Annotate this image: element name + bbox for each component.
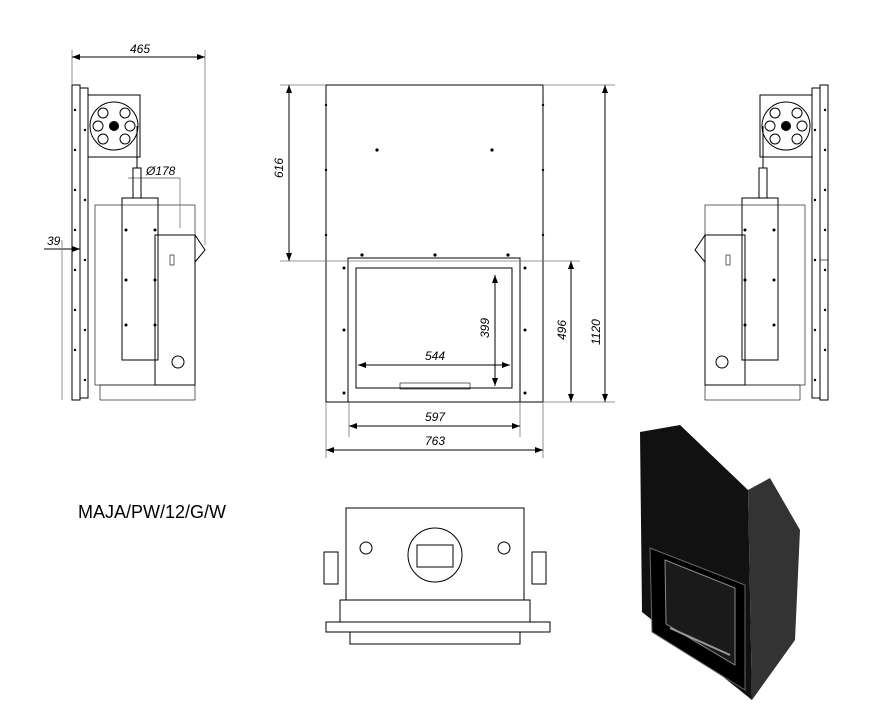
dim-glass-width: 544 — [425, 349, 445, 363]
dim-door-height: 496 — [555, 320, 569, 340]
dim-door-width: 597 — [425, 410, 446, 424]
dim-upper-height: 616 — [272, 158, 286, 178]
dim-glass-height: 399 — [478, 318, 492, 338]
top-view — [323, 507, 551, 645]
side-view-left: 465 Ø178 39 — [44, 42, 206, 401]
front-view: 616 399 544 496 1120 597 763 — [272, 84, 615, 458]
model-name: MAJA/PW/12/G/W — [78, 502, 227, 522]
dim-offset: 39 — [47, 234, 61, 248]
dim-depth: 465 — [130, 42, 150, 56]
isometric-view — [640, 425, 800, 700]
dim-total-height: 1120 — [589, 319, 603, 345]
side-view-right — [694, 84, 829, 401]
dim-total-width: 763 — [425, 434, 445, 448]
dim-flue-diameter: Ø178 — [145, 164, 176, 178]
